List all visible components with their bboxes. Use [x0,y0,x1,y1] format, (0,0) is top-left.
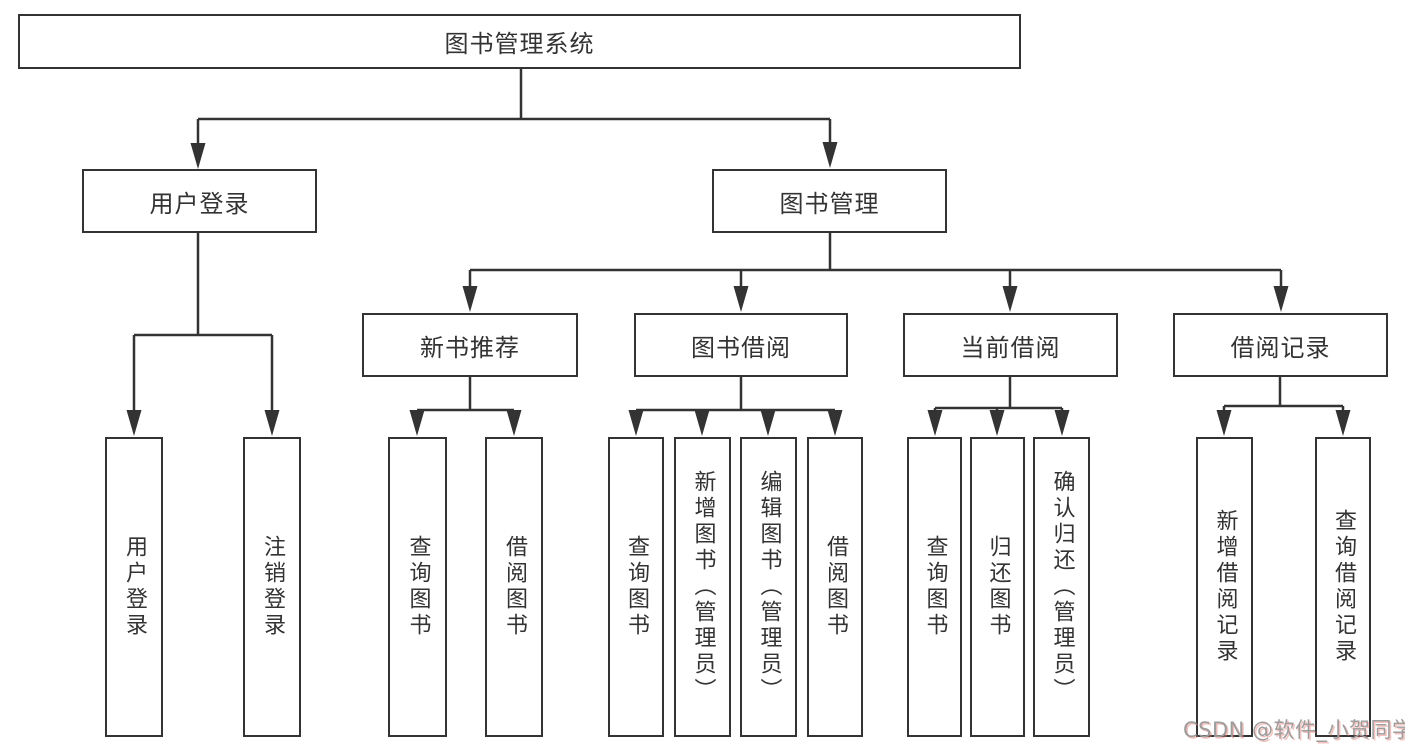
leaf-borrow-book-recommend: 借阅图书 [485,437,543,737]
leaf-label: 查询图书 [624,535,649,639]
csdn-watermark: CSDN @软件_小贺同学 [1183,718,1405,742]
leaf-label: 归还图书 [985,535,1011,639]
leaf-label: 新增图书（管理员） [690,470,716,704]
leaf-confirm-return-admin: 确认归还（管理员） [1033,437,1090,737]
connector-shafts [132,69,1345,414]
leaf-label: 借阅图书 [502,535,527,639]
leaf-query-current: 查询图书 [907,437,962,737]
leaf-label: 查询图书 [405,535,431,639]
node-label: 用户登录 [149,189,250,218]
leaf-label: 新增借阅记录 [1212,509,1238,665]
node-borrow-record: 借阅记录 [1173,313,1388,377]
node-label: 当前借阅 [960,333,1061,362]
node-system-root: 图书管理系统 [18,14,1021,69]
leaf-logout: 注销登录 [243,437,301,737]
node-label: 图书管理系统 [444,30,595,58]
node-new-book-recommend: 新书推荐 [362,313,578,377]
leaf-label: 查询图书 [922,535,948,639]
node-label: 借阅记录 [1230,333,1331,362]
leaf-label: 编辑图书（管理员） [756,470,782,704]
leaf-label: 注销登录 [260,535,285,639]
leaf-add-borrow-record: 新增借阅记录 [1196,437,1253,737]
leaf-label: 查询借阅记录 [1331,509,1356,665]
leaf-add-book-admin: 新增图书（管理员） [674,437,731,737]
node-label: 图书借阅 [691,333,791,362]
leaf-return-book: 归还图书 [970,437,1025,737]
leaf-query-book: 查询图书 [608,437,664,737]
node-label: 新书推荐 [420,333,520,362]
leaf-edit-book-admin: 编辑图书（管理员） [740,437,797,737]
node-user-login: 用户登录 [82,169,317,233]
connector-arrowheads [126,142,1351,436]
leaf-borrow-book: 借阅图书 [807,437,863,737]
node-current-borrow: 当前借阅 [903,313,1118,377]
leaf-label: 确认归还（管理员） [1049,470,1075,704]
leaf-label: 用户登录 [122,535,147,639]
node-label: 图书管理 [779,189,880,218]
leaf-query-borrow-record: 查询借阅记录 [1315,437,1371,737]
node-book-borrow: 图书借阅 [634,313,848,377]
leaf-user-login: 用户登录 [105,437,163,737]
leaf-query-book-recommend: 查询图书 [388,437,447,737]
leaf-label: 借阅图书 [823,535,848,639]
node-book-management: 图书管理 [712,169,947,233]
